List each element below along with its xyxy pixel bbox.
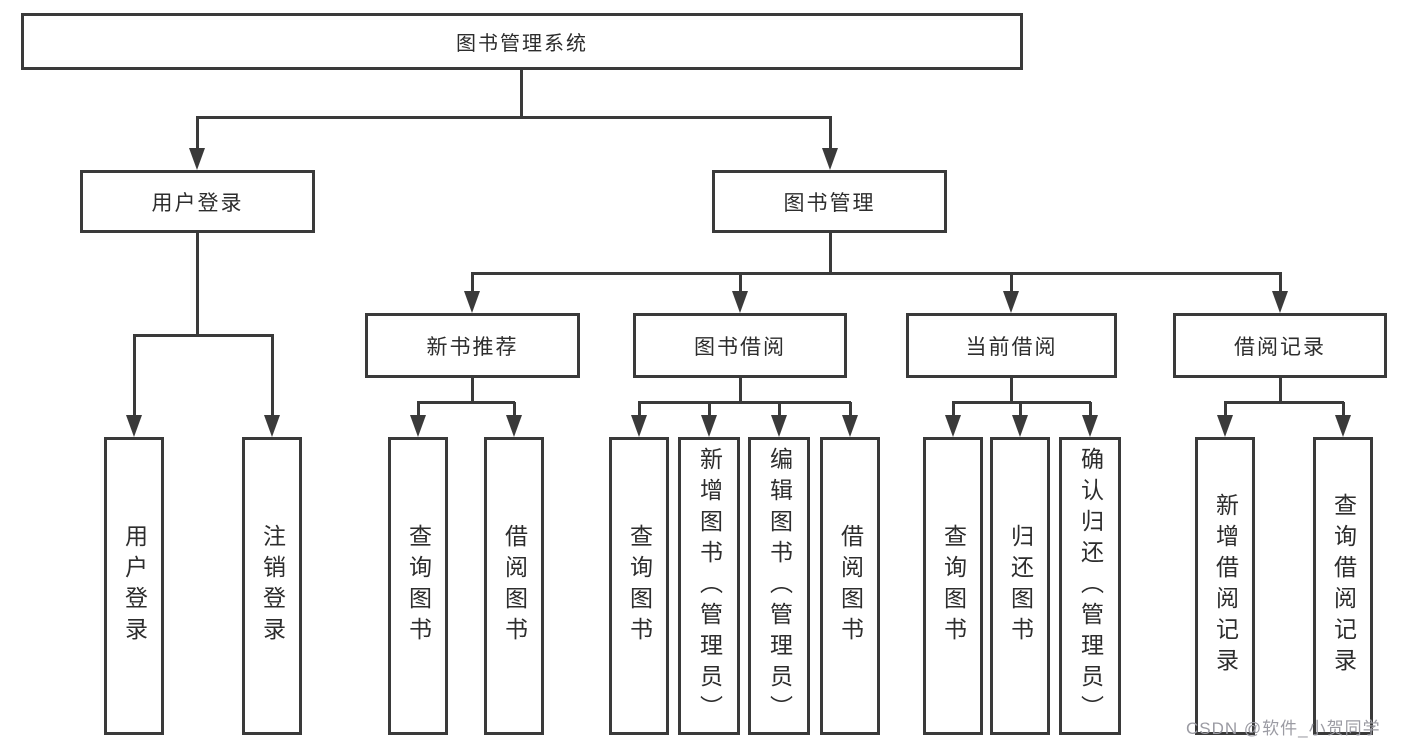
arrowhead-icon bbox=[1003, 291, 1019, 313]
arrowhead-icon bbox=[506, 415, 522, 437]
line bbox=[778, 402, 781, 420]
leaf-query-book-current: 查询图书 bbox=[923, 437, 983, 735]
leaf-user-login: 用户登录 bbox=[104, 437, 164, 735]
line bbox=[1224, 401, 1344, 404]
leaf-logout: 注销登录 bbox=[242, 437, 302, 735]
node-user-login: 用户登录 bbox=[80, 170, 315, 233]
line bbox=[196, 233, 199, 337]
leaf-query-book-recommend: 查询图书 bbox=[388, 437, 448, 735]
line bbox=[739, 378, 742, 404]
line bbox=[952, 402, 955, 420]
line bbox=[1342, 402, 1345, 420]
node-new-book-recommend: 新书推荐 bbox=[365, 313, 580, 378]
line bbox=[513, 402, 516, 420]
line bbox=[133, 335, 136, 419]
line bbox=[829, 233, 832, 275]
line bbox=[1279, 273, 1282, 296]
line bbox=[1224, 402, 1227, 420]
arrowhead-icon bbox=[842, 415, 858, 437]
node-current-borrow: 当前借阅 bbox=[906, 313, 1117, 378]
leaf-confirm-return-admin: 确认归还（管理员） bbox=[1059, 437, 1121, 735]
line bbox=[739, 273, 742, 296]
arrowhead-icon bbox=[1082, 415, 1098, 437]
line bbox=[1089, 402, 1092, 420]
line bbox=[417, 402, 420, 420]
arrowhead-icon bbox=[126, 415, 142, 437]
leaf-query-book-borrow: 查询图书 bbox=[609, 437, 669, 735]
leaf-return-book: 归还图书 bbox=[990, 437, 1050, 735]
line bbox=[271, 335, 274, 419]
line bbox=[471, 273, 474, 296]
line bbox=[471, 378, 474, 404]
arrowhead-icon bbox=[1217, 415, 1233, 437]
arrowhead-icon bbox=[264, 415, 280, 437]
leaf-add-borrow-record: 新增借阅记录 bbox=[1195, 437, 1255, 735]
arrowhead-icon bbox=[701, 415, 717, 437]
leaf-query-borrow-record: 查询借阅记录 bbox=[1313, 437, 1373, 735]
line bbox=[133, 334, 274, 337]
arrowhead-icon bbox=[822, 148, 838, 170]
arrowhead-icon bbox=[732, 291, 748, 313]
line bbox=[708, 402, 711, 420]
line bbox=[196, 116, 832, 119]
node-root-library-system: 图书管理系统 bbox=[21, 13, 1023, 70]
line bbox=[829, 117, 832, 152]
node-borrow-records: 借阅记录 bbox=[1173, 313, 1387, 378]
arrowhead-icon bbox=[410, 415, 426, 437]
arrowhead-icon bbox=[1012, 415, 1028, 437]
csdn-watermark: CSDN @软件_小贺同学 bbox=[1186, 719, 1381, 738]
leaf-edit-book-admin: 编辑图书（管理员） bbox=[748, 437, 810, 735]
node-book-management: 图书管理 bbox=[712, 170, 947, 233]
arrowhead-icon bbox=[945, 415, 961, 437]
leaf-add-book-admin: 新增图书（管理员） bbox=[678, 437, 740, 735]
line bbox=[1010, 378, 1013, 404]
arrowhead-icon bbox=[631, 415, 647, 437]
line bbox=[196, 117, 199, 152]
arrowhead-icon bbox=[1335, 415, 1351, 437]
leaf-borrow-book: 借阅图书 bbox=[820, 437, 880, 735]
node-book-borrow: 图书借阅 bbox=[633, 313, 847, 378]
line bbox=[520, 69, 523, 118]
line bbox=[1279, 378, 1282, 404]
arrowhead-icon bbox=[771, 415, 787, 437]
arrowhead-icon bbox=[189, 148, 205, 170]
arrowhead-icon bbox=[1272, 291, 1288, 313]
line bbox=[849, 402, 852, 420]
line bbox=[471, 272, 1282, 275]
leaf-borrow-book-recommend: 借阅图书 bbox=[484, 437, 544, 735]
arrowhead-icon bbox=[464, 291, 480, 313]
line bbox=[417, 401, 515, 404]
line bbox=[638, 401, 851, 404]
line bbox=[1019, 402, 1022, 420]
line bbox=[638, 402, 641, 420]
line bbox=[1010, 273, 1013, 296]
